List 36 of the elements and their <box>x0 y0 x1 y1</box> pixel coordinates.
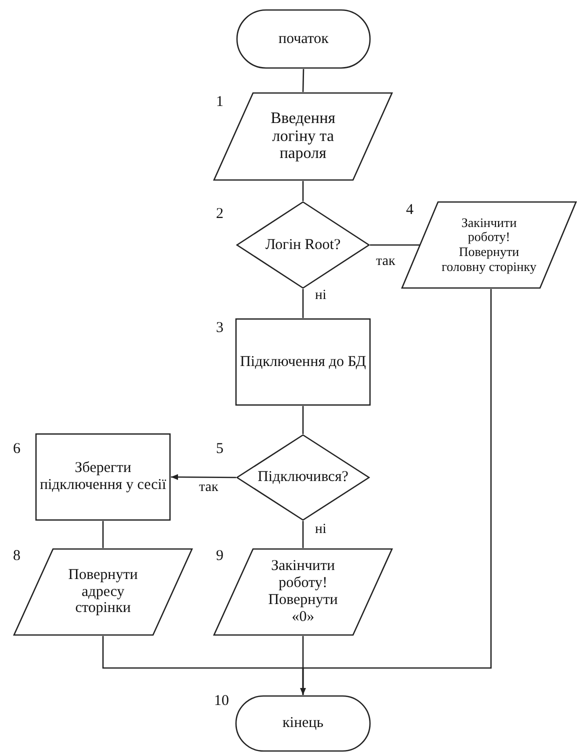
step-number: 10 <box>214 694 229 709</box>
step-number: 2 <box>216 207 224 222</box>
node-text: Введення логіну та пароля <box>270 110 336 164</box>
connector-line <box>302 521 304 548</box>
node-text: Зберегти підключення у сесії <box>38 460 168 494</box>
node-text: Закінчити роботу! Повернути головну сторінку <box>440 216 538 274</box>
step-number: 4 <box>406 203 414 218</box>
connector-line <box>302 289 304 318</box>
connector-line <box>302 68 304 92</box>
step-number: 8 <box>13 549 20 564</box>
connector-line <box>302 406 304 434</box>
process-box <box>35 433 171 521</box>
node-text: Підключення до БД <box>238 354 368 370</box>
process-box <box>235 318 371 406</box>
step-number: 5 <box>216 442 224 457</box>
io-parallelogram <box>401 201 577 289</box>
step-number: 9 <box>216 549 224 564</box>
io-parallelogram <box>213 548 393 636</box>
node-text: Логін Root? <box>264 236 342 254</box>
node-text: кінець <box>281 715 324 732</box>
decision-diamond <box>236 434 370 521</box>
decision-diamond <box>236 201 370 289</box>
io-parallelogram <box>13 548 193 636</box>
connector-line <box>370 244 420 246</box>
connector-line <box>302 181 304 201</box>
step-number: 1 <box>216 95 224 110</box>
node-text: Закінчити роботу! Повернути «0» <box>267 558 339 626</box>
step-number: 6 <box>13 442 20 457</box>
connector-line <box>102 521 104 548</box>
step-number: 3 <box>216 321 224 336</box>
node-text: Повернути адресу сторінки <box>67 566 139 618</box>
arrow <box>300 289 492 695</box>
io-parallelogram <box>213 92 393 181</box>
node-text: Підключився? <box>256 469 350 486</box>
node-text: початок <box>277 30 330 48</box>
arrow <box>171 474 236 480</box>
